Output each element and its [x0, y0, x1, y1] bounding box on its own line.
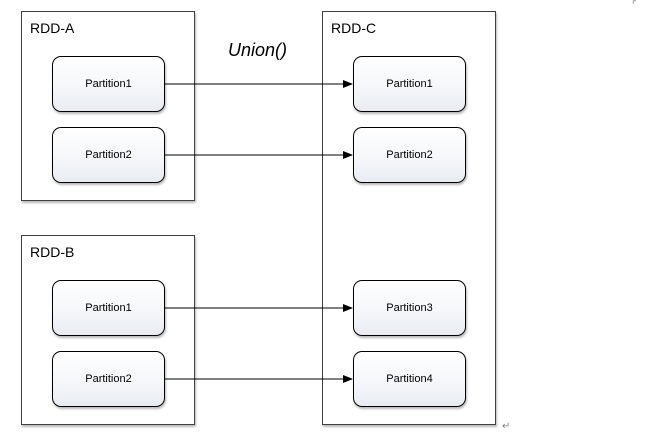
rdd-a-partition-1: Partition1 [52, 56, 165, 112]
rdd-a-title: RDD-A [30, 20, 75, 36]
rdd-c-partition-4: Partition4 [353, 351, 466, 407]
rdd-c-partition-2: Partition2 [353, 127, 466, 183]
rdd-c-partition-3: Partition3 [353, 280, 466, 336]
rdd-c-partition-1: Partition1 [353, 56, 466, 112]
rdd-a-partition-2: Partition2 [52, 127, 165, 183]
page-corner-mark-icon: ⌜ [632, 0, 637, 11]
rdd-b-partition-1: Partition1 [52, 280, 165, 336]
rdd-c-title: RDD-C [331, 20, 377, 36]
rdd-b-partition-2: Partition2 [52, 351, 165, 407]
union-label: Union() [228, 40, 288, 60]
rdd-b-title: RDD-B [30, 244, 75, 260]
paragraph-mark-icon: ↵ [502, 421, 511, 432]
